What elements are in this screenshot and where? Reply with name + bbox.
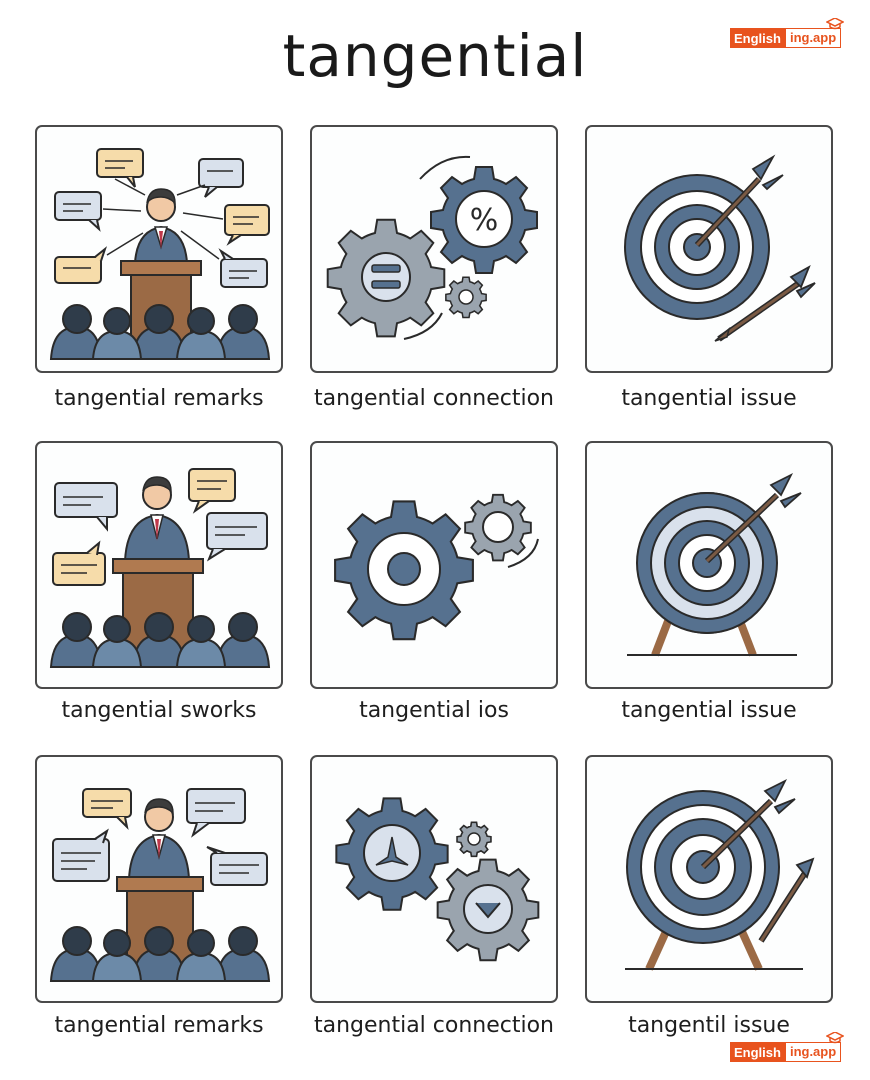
- card-tangential-issue: [585, 125, 833, 373]
- graduation-cap-icon: [826, 1032, 845, 1044]
- card-caption: tangential remarks: [54, 386, 264, 411]
- graduation-cap-icon: [826, 18, 845, 30]
- card-tangential-issue: [585, 755, 833, 1003]
- card-tangential-connection: %: [310, 125, 558, 373]
- gears-icon: [335, 797, 540, 962]
- speaker-podium-icon: [49, 468, 271, 668]
- target-arrow-icon: [627, 472, 802, 657]
- card-caption: tangential issue: [621, 386, 797, 411]
- card-caption: tangential connection: [313, 1013, 555, 1038]
- card-tangential-ios: [310, 441, 558, 689]
- speaker-podium-icon: [49, 788, 271, 982]
- card-tangential-issue: [585, 441, 833, 689]
- card-caption: tangential ios: [359, 698, 509, 723]
- svg-text:%: %: [470, 203, 499, 238]
- gears-icon: [334, 493, 539, 641]
- card-caption: tangential remarks: [54, 1013, 264, 1038]
- card-caption: tangential connection: [313, 386, 555, 411]
- target-arrow-icon: [625, 778, 815, 971]
- page-title: tangential: [282, 22, 588, 90]
- card-tangential-remarks: [35, 755, 283, 1003]
- speaker-podium-icon: [49, 148, 271, 360]
- card-tangential-sworks: [35, 441, 283, 689]
- brand-logo-top: English ing.app: [730, 18, 845, 48]
- brand-logo-bottom: English ing.app: [730, 1032, 845, 1062]
- target-arrow-icon: [624, 154, 816, 342]
- card-caption: tangentil issue: [628, 1013, 790, 1038]
- card-caption: tangential issue: [621, 698, 797, 723]
- gears-icon: %: [326, 155, 538, 340]
- card-tangential-remarks: [35, 125, 283, 373]
- card-caption: tangential sworks: [61, 698, 257, 723]
- card-tangential-connection: [310, 755, 558, 1003]
